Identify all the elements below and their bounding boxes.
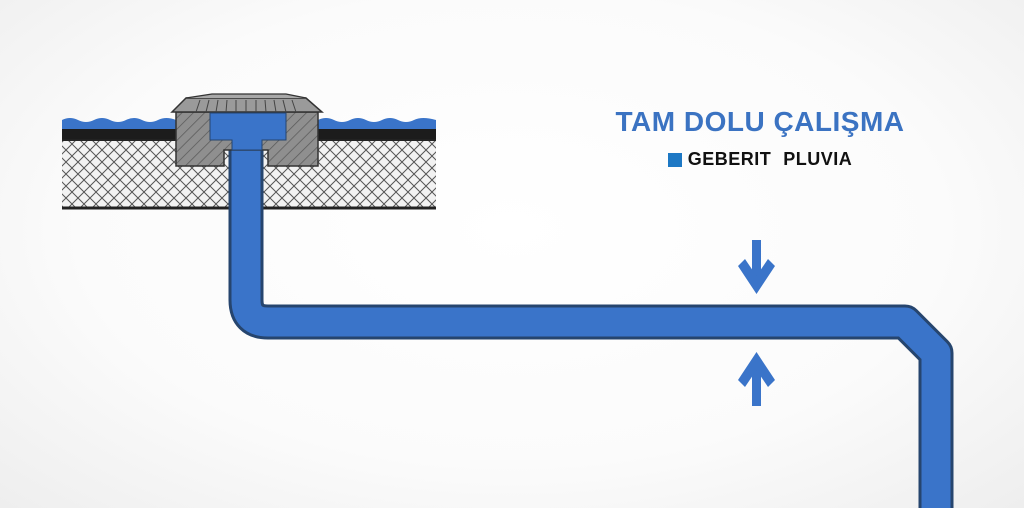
brand-name: GEBERIT — [687, 149, 772, 169]
roof-water-right — [318, 118, 436, 129]
roof-water-left — [62, 118, 176, 129]
brand-square-icon — [667, 152, 682, 167]
product-name: PLUVIA — [783, 149, 853, 169]
drain-pipe — [228, 150, 954, 508]
arrow-up-icon — [738, 352, 775, 406]
arrow-down-icon — [738, 240, 775, 294]
diagram-title: TAM DOLU ÇALIŞMA — [615, 106, 905, 137]
roof-drain-icon — [170, 93, 324, 167]
brand-logo: GEBERIT PLUVIA — [560, 149, 960, 170]
